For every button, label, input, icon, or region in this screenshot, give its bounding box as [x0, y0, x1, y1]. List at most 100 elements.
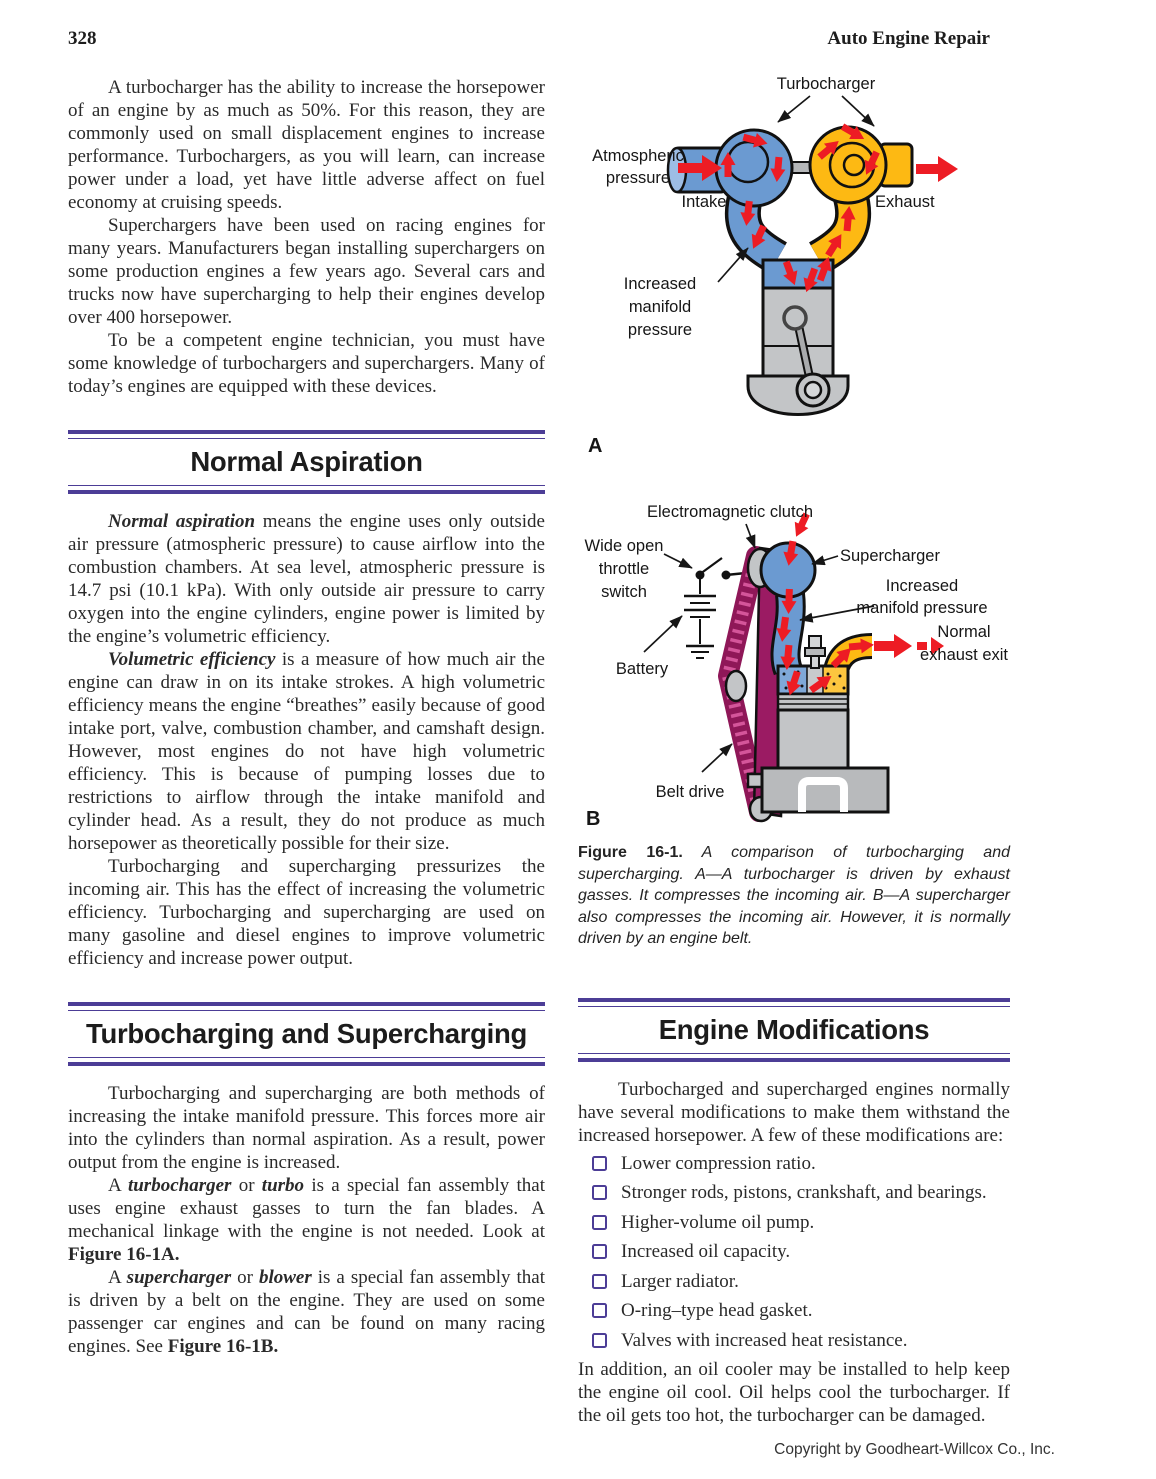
section-heading-turbo-super: Turbocharging and Supercharging	[68, 1002, 545, 1066]
throttle-switch-circuit	[684, 557, 757, 659]
label-supercharger: Supercharger	[840, 547, 940, 565]
label-wide-open-throttle-switch: Wide open	[585, 537, 664, 555]
list-item-text: Increased oil capacity.	[621, 1241, 791, 1262]
label-normal-exhaust-exit: Normal	[937, 623, 990, 641]
heading-rule-bottom	[578, 1052, 1010, 1062]
paragraph-oil-cooler: In addition, an oil cooler may be instal…	[578, 1359, 1010, 1426]
figure-caption: Figure 16-1. A comparison of turbochargi…	[578, 842, 1010, 950]
square-bullet-icon	[592, 1303, 607, 1318]
heading-rule-bottom	[68, 1057, 545, 1066]
spark-plug	[804, 635, 826, 669]
heading-rule-top	[68, 430, 545, 439]
paragraph-modifications-intro: Turbocharged and supercharged engines no…	[578, 1078, 1010, 1146]
label-battery: Battery	[616, 660, 669, 678]
figure-tag-b: B	[586, 808, 600, 828]
heading-rule-bottom	[68, 485, 545, 494]
section-title: Engine Modifications	[658, 1013, 930, 1045]
list-item: Lower compression ratio.	[592, 1152, 1010, 1175]
figure-caption-text: A comparison of turbocharging and superc…	[578, 844, 1011, 947]
list-item: O-ring–type head gasket.	[592, 1299, 1010, 1322]
heading-rule-top	[578, 997, 1010, 1007]
square-bullet-icon	[592, 1185, 607, 1200]
paragraph-pressurize: Turbocharging and supercharging pressuri…	[68, 856, 545, 969]
paragraph-turbocharger-def: A turbocharger or turbo is a special fan…	[68, 1174, 545, 1266]
key-term: turbo	[261, 1175, 305, 1196]
paragraph-text: is a special fan assembly that is driven…	[68, 1267, 545, 1357]
label-increased-manifold-pressure: manifold pressure	[856, 599, 987, 617]
square-bullet-icon	[592, 1273, 607, 1289]
paragraph-text: A	[108, 1175, 128, 1196]
square-bullet-icon	[592, 1155, 607, 1171]
key-term: supercharger	[126, 1267, 232, 1288]
paragraph-text: is a measure of how much air the engine …	[68, 649, 545, 854]
label-turbocharger: Turbocharger	[777, 75, 876, 93]
label-increased-manifold-pressure: pressure	[628, 321, 692, 339]
figure-reference: Figure 16-1B.	[167, 1336, 279, 1357]
list-item-text: O-ring–type head gasket.	[621, 1300, 813, 1321]
airflow-arrows	[678, 120, 958, 295]
paragraph-text: is a special fan assembly that uses engi…	[68, 1175, 545, 1242]
ground-symbol	[686, 644, 714, 659]
figure-16-1b-supercharger-diagram: Electromagnetic clutch Wide open throttl…	[585, 503, 1009, 828]
list-item-text: Valves with increased heat resistance.	[621, 1329, 908, 1351]
list-item: Valves with increased heat resistance.	[592, 1329, 1010, 1352]
section-title: Turbocharging and Supercharging	[86, 1018, 527, 1049]
figure-16-1a-turbocharger-diagram: Turbocharger Atmospheric pressure Intake…	[588, 75, 958, 457]
square-bullet-icon	[592, 1244, 607, 1259]
square-bullet-icon	[592, 1332, 607, 1348]
running-head: 328 Auto Engine Repair	[68, 28, 990, 50]
figure-caption-label: Figure 16-1.	[578, 844, 683, 861]
paragraph-volumetric-efficiency: Volumetric efficiency is a measure of ho…	[68, 648, 545, 855]
paragraph-intro-3: To be a competent engine technician, you…	[68, 330, 545, 397]
left-column: A turbocharger has the ability to increa…	[68, 76, 545, 1358]
square-bullet-icon	[592, 1214, 607, 1230]
label-normal-exhaust-exit: exhaust exit	[920, 646, 1008, 664]
list-item: Increased oil capacity.	[592, 1240, 1010, 1263]
label-exhaust: Exhaust	[875, 193, 935, 211]
paragraph-methods: Turbocharging and supercharging are both…	[68, 1083, 545, 1173]
section-title: Normal Aspiration	[190, 446, 423, 477]
paragraph-text: or	[231, 1175, 262, 1196]
figure-tag-a: A	[588, 435, 602, 457]
idler-pulley	[724, 669, 748, 703]
list-item-text: Lower compression ratio.	[621, 1152, 816, 1174]
label-atmospheric-pressure: Atmospheric	[592, 147, 684, 165]
paragraph-text: means the engine uses only outside air p…	[68, 511, 545, 647]
section-heading-engine-modifications: Engine Modifications	[578, 997, 1010, 1062]
paragraph-text: A	[108, 1267, 127, 1288]
right-column: Turbocharger Atmospheric pressure Intake…	[578, 70, 1010, 1427]
key-term: blower	[258, 1267, 312, 1288]
label-intake: Intake	[682, 193, 727, 211]
switch-contact	[721, 570, 731, 580]
page-number: 328	[68, 28, 97, 49]
label-increased-manifold-pressure: Increased	[624, 275, 696, 293]
label-atmospheric-pressure: pressure	[606, 169, 670, 187]
piston-pin	[782, 305, 808, 331]
figure-reference: Figure 16-1A.	[68, 1244, 180, 1265]
key-term: Normal aspiration	[108, 511, 256, 532]
label-electromagnetic-clutch: Electromagnetic clutch	[647, 503, 813, 521]
paragraph-intro-1: A turbocharger has the ability to increa…	[68, 77, 545, 213]
airflow-arrows	[775, 511, 944, 698]
key-term: turbocharger	[127, 1175, 232, 1196]
switch-contact	[695, 570, 705, 580]
running-title: Auto Engine Repair	[827, 28, 990, 49]
list-item: Stronger rods, pistons, crankshaft, and …	[592, 1181, 1010, 1204]
battery-symbol	[684, 594, 716, 618]
section-heading-normal-aspiration: Normal Aspiration	[68, 430, 545, 494]
label-belt-drive: Belt drive	[656, 783, 725, 801]
list-item-text: Stronger rods, pistons, crankshaft, and …	[621, 1182, 987, 1203]
list-item-text: Larger radiator.	[621, 1270, 739, 1292]
paragraph-supercharger-def: A supercharger or blower is a special fa…	[68, 1266, 545, 1358]
paragraph-normal-aspiration: Normal aspiration means the engine uses …	[68, 510, 545, 648]
key-term: Volumetric efficiency	[108, 649, 276, 670]
paragraph-intro-2: Superchargers have been used on racing e…	[68, 215, 545, 328]
engine-block	[760, 766, 890, 814]
coolant-passage	[798, 777, 848, 812]
modifications-list: Lower compression ratio. Stronger rods, …	[578, 1152, 1010, 1352]
heading-rule-top	[68, 1002, 545, 1011]
copyright-notice: Copyright by Goodheart-Willcox Co., Inc.	[774, 1441, 1055, 1458]
label-increased-manifold-pressure: Increased	[886, 577, 958, 595]
list-item: Higher-volume oil pump.	[592, 1211, 1010, 1234]
